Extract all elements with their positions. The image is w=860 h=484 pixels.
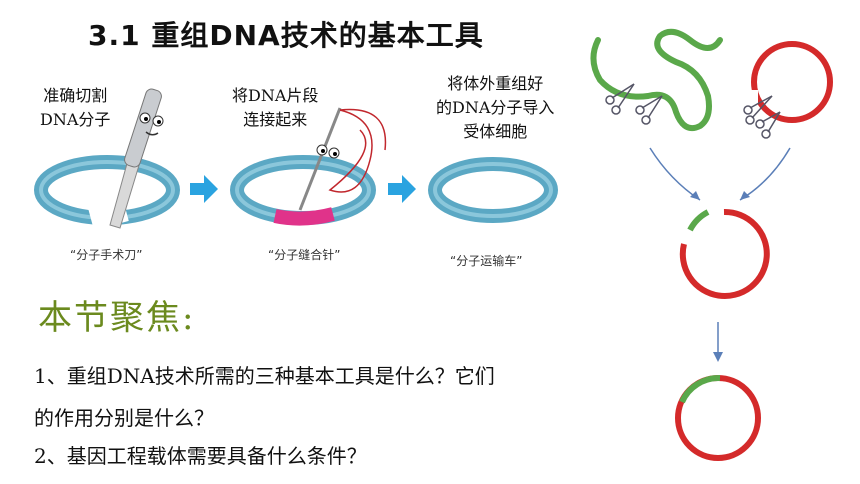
- question-1-line2: 的作用分别是什么？: [34, 406, 214, 430]
- step2-caption-line1: 将DNA片段: [232, 86, 319, 105]
- step3-caption-line3: 受体细胞: [463, 122, 528, 141]
- step2-nickname: “分子缝合针”: [268, 248, 341, 262]
- step3-caption-line2: 的DNA分子导入: [436, 98, 555, 117]
- step2-caption-line2: 连接起来: [243, 110, 308, 129]
- step3-caption-line1: 将体外重组好: [447, 74, 544, 93]
- ring-vector-image: [428, 157, 558, 223]
- page-title: 3.1 重组DNA技术的基本工具: [88, 19, 484, 52]
- question-2: 2、基因工程载体需要具备什么条件？: [34, 444, 367, 468]
- arrow-down-icon: [649, 147, 701, 201]
- focus-heading: 本节聚焦:: [38, 298, 196, 338]
- recombination-diagram: [590, 28, 833, 461]
- arrow-right-icon: [190, 175, 218, 203]
- step1-nickname: “分子手术刀”: [70, 248, 143, 262]
- plasmid-red: [751, 41, 833, 123]
- question-1-line1: 1、重组DNA技术所需的三种基本工具是什么？它们: [34, 364, 495, 388]
- dna-fragment-green: [590, 28, 723, 132]
- arrow-down-icon: [739, 147, 791, 201]
- scissors-icon: [605, 83, 663, 125]
- ring-ligated-image: [230, 155, 376, 226]
- step3-nickname: “分子运输车”: [450, 254, 523, 268]
- arrow-down-icon: [713, 352, 723, 362]
- scissors-icon: [743, 95, 781, 139]
- scalpel-icon: [109, 88, 164, 229]
- step1-caption: 准确切割 DNA分子: [40, 84, 110, 132]
- step2-caption: 将DNA片段 连接起来: [232, 84, 318, 132]
- ring-split: [679, 208, 770, 299]
- step1-caption-line2: DNA分子: [40, 110, 111, 129]
- needle-icon: [298, 107, 387, 211]
- arrow-right-icon: [388, 175, 416, 203]
- ring-cut-image: [34, 155, 180, 231]
- step1-caption-line1: 准确切割: [43, 86, 108, 105]
- step3-caption: 将体外重组好 的DNA分子导入 受体细胞: [436, 72, 554, 144]
